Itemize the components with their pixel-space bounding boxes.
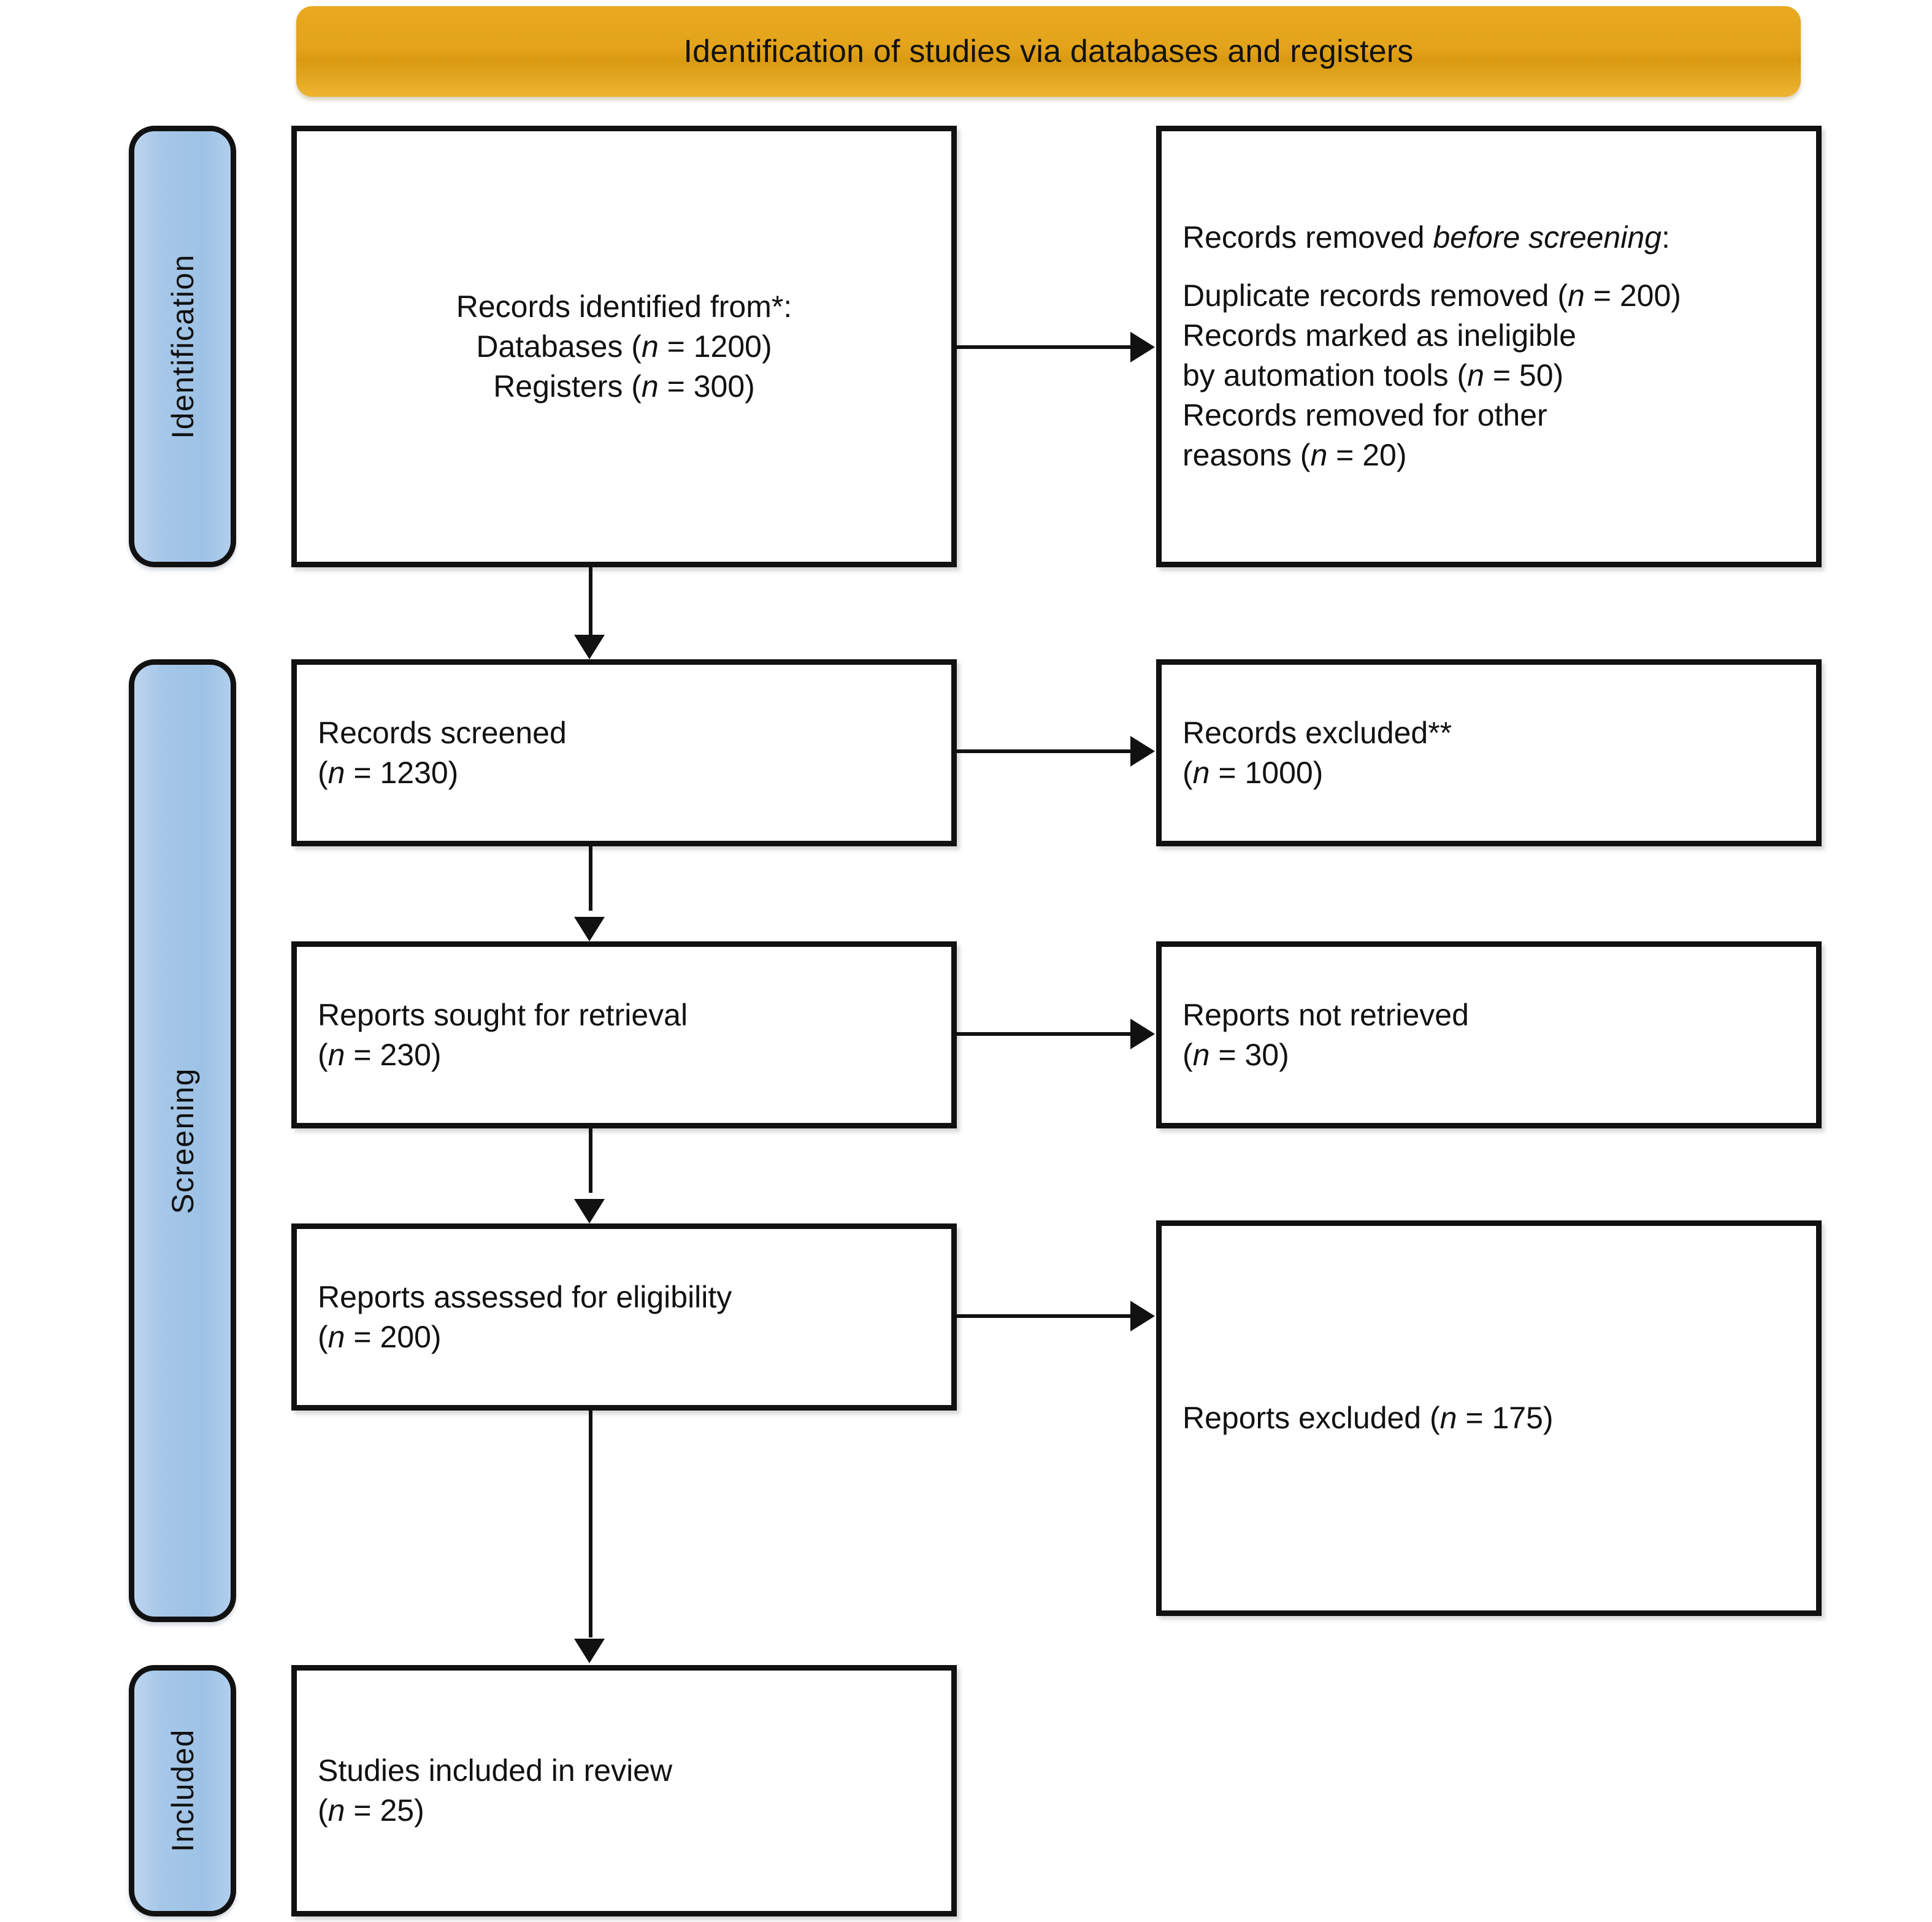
records-removed-ineligible-line2: by automation tools (n = 50) <box>1183 358 1564 392</box>
diagram-header-banner: Identification of studies via databases … <box>296 6 1801 97</box>
node-records-identified: Records identified from*: Databases (n =… <box>291 126 957 567</box>
reports-sought-line1: Reports sought for retrieval <box>318 997 688 1032</box>
connector-assessed-to-included-arrow <box>574 1639 605 1663</box>
connector-assessed-to-excluded-arrow <box>1130 1301 1155 1331</box>
connector-screened-to-excluded-arrow <box>1130 736 1155 767</box>
reports-sought-count: (n = 230) <box>318 1037 442 1072</box>
node-records-screened: Records screened (n = 1230) <box>291 659 957 846</box>
connector-sought-to-not-retrieved-arrow <box>1130 1019 1155 1049</box>
records-excluded-count: (n = 1000) <box>1183 755 1324 790</box>
node-reports-excluded: Reports excluded (n = 175) <box>1156 1220 1822 1616</box>
node-reports-sought: Reports sought for retrieval (n = 230) <box>291 941 957 1128</box>
records-excluded-line1: Records excluded** <box>1183 715 1452 750</box>
reports-assessed-line1: Reports assessed for eligibility <box>318 1279 732 1314</box>
records-screened-count: (n = 1230) <box>318 755 459 790</box>
node-reports-assessed: Reports assessed for eligibility (n = 20… <box>291 1223 957 1411</box>
connector-identified-to-screened-arrow <box>574 635 605 659</box>
stage-bar-identification: Identification <box>129 126 236 567</box>
records-removed-other-line2: reasons (n = 20) <box>1183 438 1407 472</box>
connector-sought-to-assessed-arrow <box>574 1199 605 1223</box>
stage-bar-screening: Screening <box>129 659 236 1622</box>
node-records-removed-before-screening: Records removed before screening: Duplic… <box>1156 126 1822 567</box>
studies-included-count: (n = 25) <box>318 1793 424 1828</box>
records-identified-registers: Registers (n = 300) <box>493 369 755 404</box>
records-removed-heading: Records removed before screening: <box>1183 220 1670 255</box>
studies-included-line1: Studies included in review <box>318 1753 673 1788</box>
stage-label-screening: Screening <box>165 1067 200 1214</box>
records-identified-databases: Databases (n = 1200) <box>476 329 772 364</box>
stage-label-included: Included <box>165 1729 200 1853</box>
connector-assessed-to-included-line <box>589 1411 592 1637</box>
records-removed-other-line1: Records removed for other <box>1183 398 1547 432</box>
records-removed-ineligible-line1: Records marked as ineligible <box>1183 318 1576 353</box>
node-records-excluded: Records excluded** (n = 1000) <box>1156 659 1822 846</box>
reports-excluded-line1: Reports excluded (n = 175) <box>1183 1401 1554 1435</box>
connector-sought-to-assessed-line <box>589 1128 592 1193</box>
stage-label-identification: Identification <box>165 254 200 439</box>
connector-identified-to-screened-line <box>589 567 592 638</box>
node-reports-not-retrieved: Reports not retrieved (n = 30) <box>1156 941 1822 1128</box>
records-removed-duplicates: Duplicate records removed (n = 200) <box>1183 278 1681 313</box>
reports-not-retrieved-count: (n = 30) <box>1183 1037 1289 1072</box>
node-studies-included: Studies included in review (n = 25) <box>291 1665 957 1916</box>
records-screened-line1: Records screened <box>318 715 567 750</box>
connector-screened-to-sought-line <box>589 846 592 911</box>
connector-identified-to-removed-arrow <box>1130 332 1155 362</box>
records-identified-line1: Records identified from*: <box>456 289 792 324</box>
connector-assessed-to-excluded-line <box>957 1314 1135 1318</box>
banner-title: Identification of studies via databases … <box>683 34 1414 69</box>
connector-sought-to-not-retrieved-line <box>957 1032 1135 1036</box>
connector-screened-to-sought-arrow <box>574 917 605 941</box>
stage-bar-included: Included <box>129 1665 236 1916</box>
connector-identified-to-removed-line <box>957 345 1135 349</box>
reports-not-retrieved-line1: Reports not retrieved <box>1183 997 1469 1032</box>
reports-assessed-count: (n = 200) <box>318 1319 442 1354</box>
connector-screened-to-excluded-line <box>957 749 1135 753</box>
